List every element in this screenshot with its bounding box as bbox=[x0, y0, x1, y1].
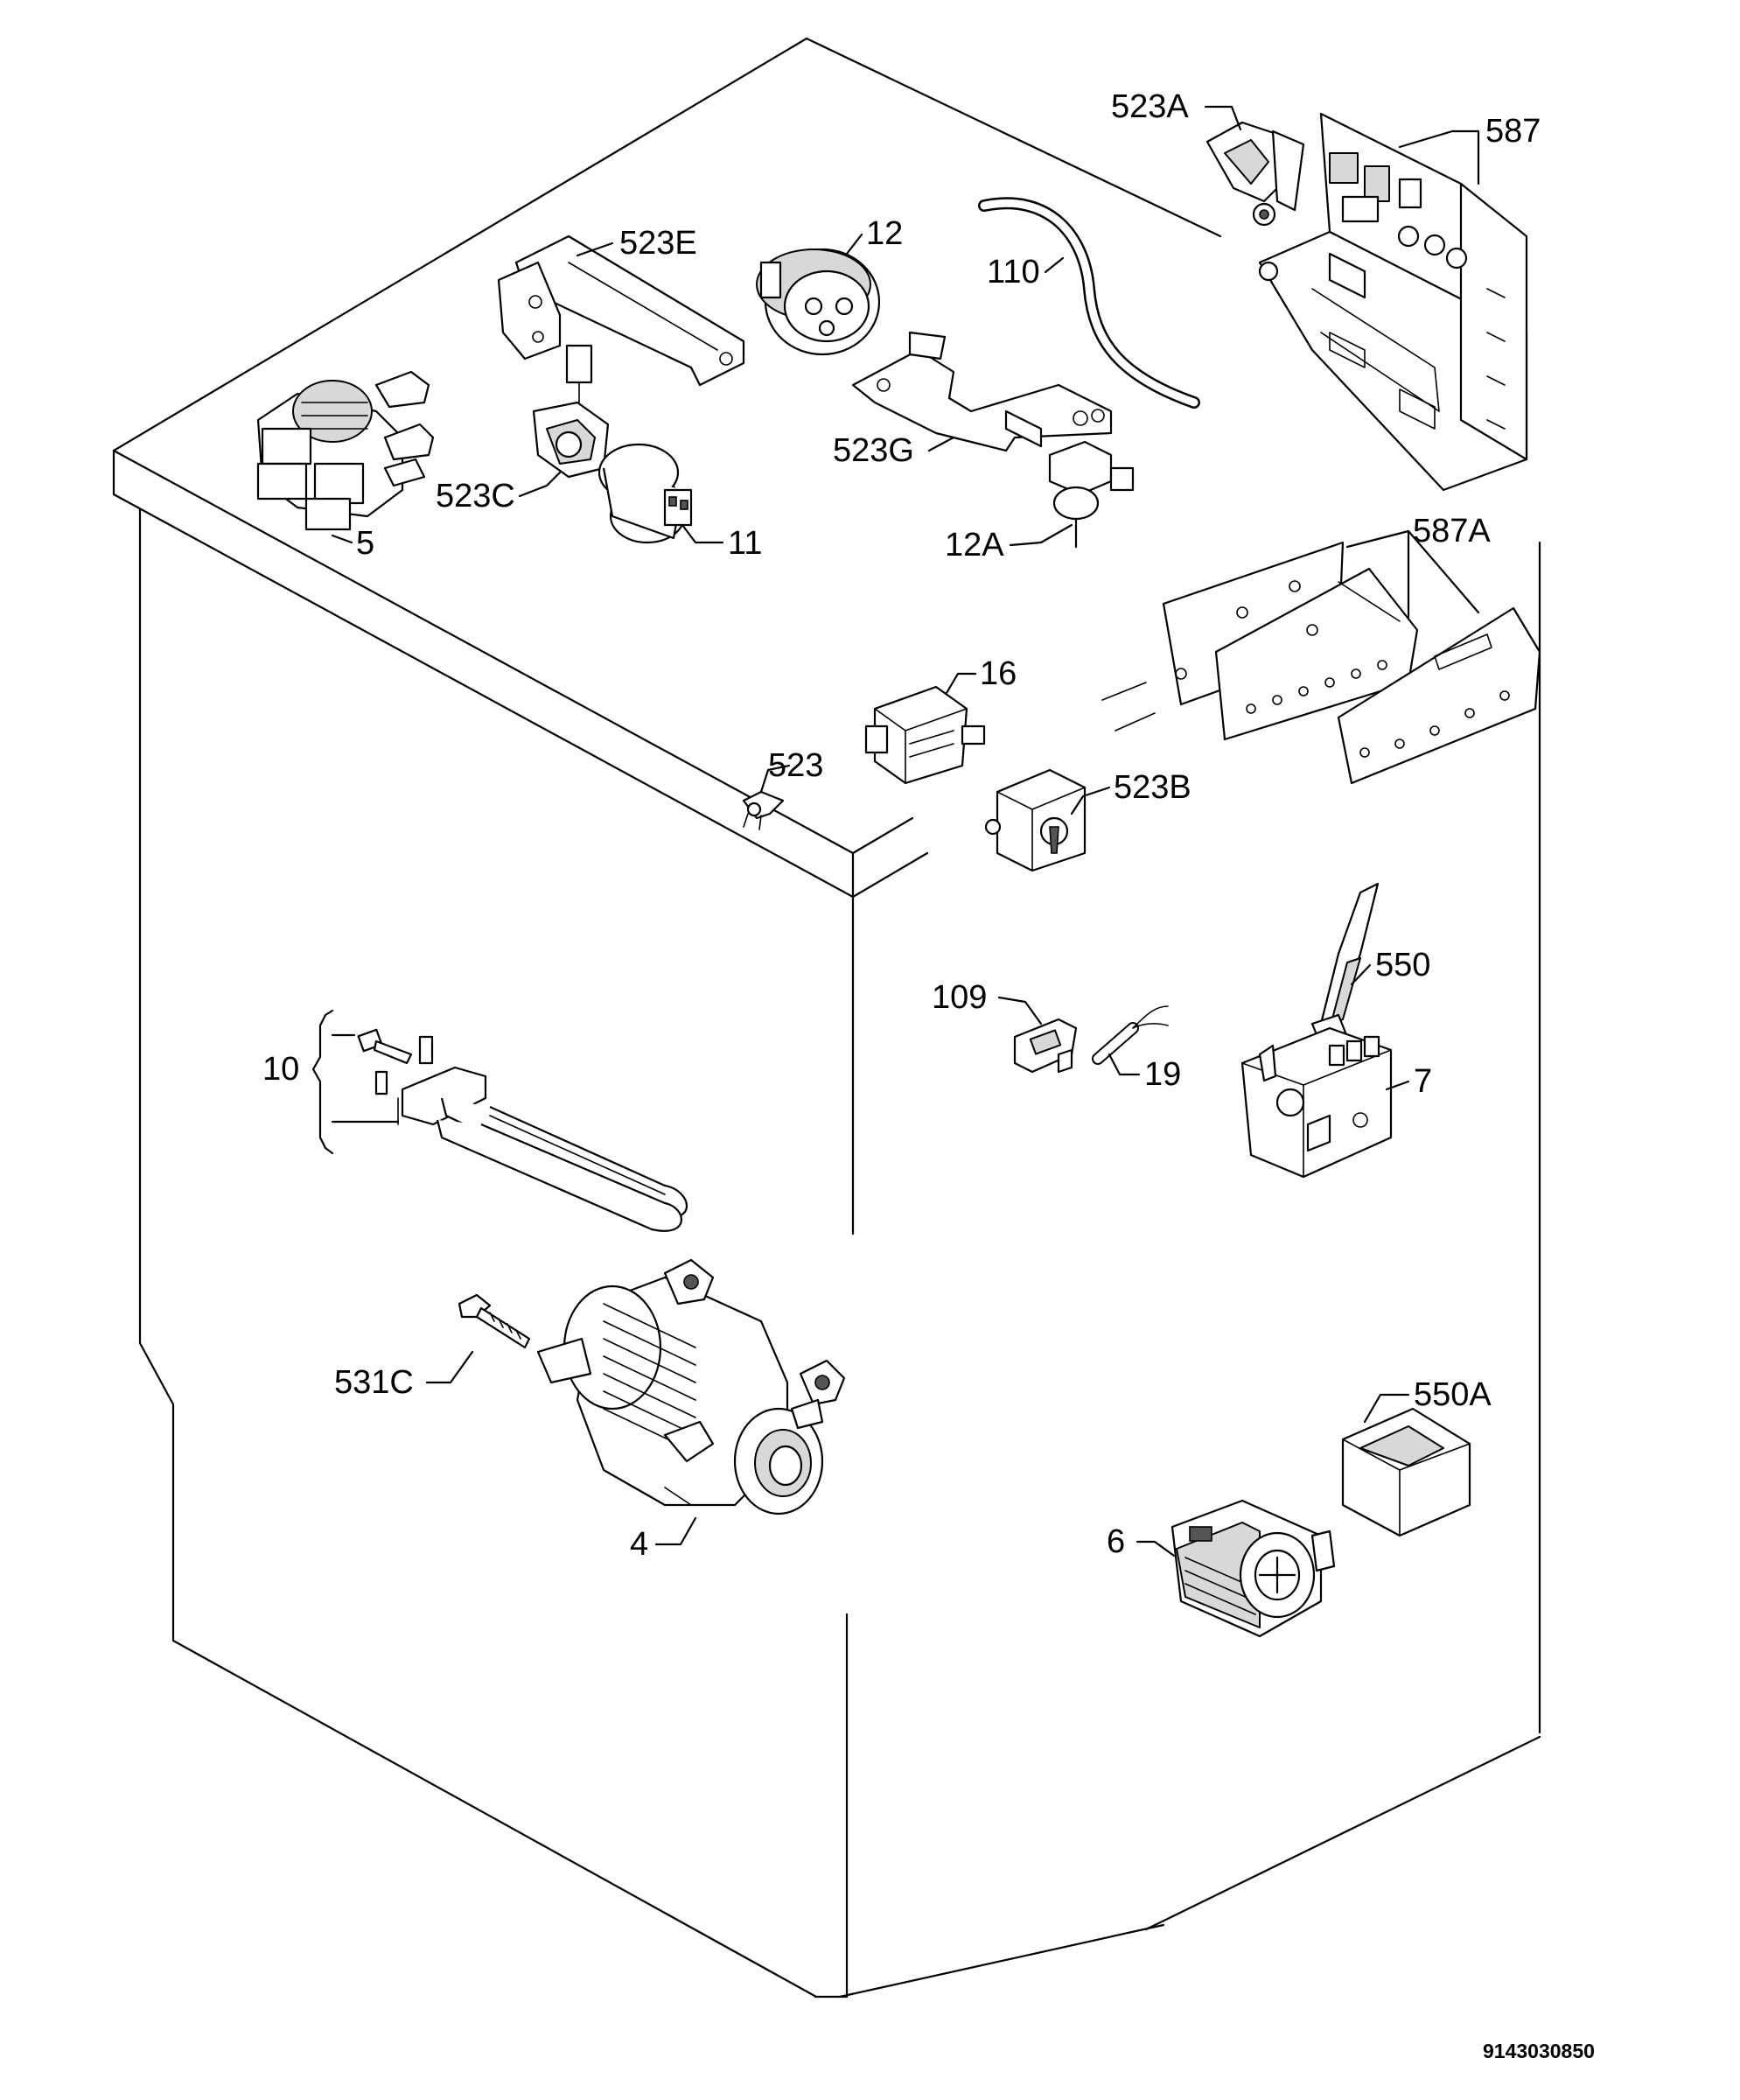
label-523A: 523A bbox=[1111, 88, 1189, 125]
part-10-heating-element bbox=[357, 1028, 688, 1232]
part-12-pressure-switch bbox=[756, 248, 881, 356]
part-6-motor bbox=[1170, 1499, 1336, 1638]
label-12A: 12A bbox=[945, 527, 1004, 564]
label-587A: 587A bbox=[1413, 513, 1491, 550]
part-110-hose bbox=[978, 197, 1200, 409]
part-19-sensor bbox=[1092, 1005, 1169, 1065]
label-110: 110 bbox=[987, 254, 1040, 290]
label-7: 7 bbox=[1414, 1063, 1432, 1100]
part-523-clip bbox=[742, 790, 785, 830]
label-523G: 523G bbox=[833, 432, 914, 469]
label-523E: 523E bbox=[619, 225, 697, 262]
label-12: 12 bbox=[866, 215, 903, 252]
label-109: 109 bbox=[932, 979, 987, 1016]
part-523E-bracket bbox=[497, 234, 745, 387]
label-531C: 531C bbox=[334, 1364, 414, 1401]
part-550-lever bbox=[1310, 882, 1380, 1047]
label-550A: 550A bbox=[1414, 1376, 1492, 1413]
part-523B-knob bbox=[984, 768, 1087, 872]
part-550A-cover bbox=[1341, 1407, 1471, 1537]
label-523B: 523B bbox=[1114, 769, 1191, 806]
label-5: 5 bbox=[356, 525, 374, 562]
part-587A-pcb-boards bbox=[1101, 541, 1541, 785]
part-11-capacitor bbox=[597, 443, 693, 544]
part-109-clip bbox=[1013, 1018, 1078, 1074]
part-7-door-interlock bbox=[1240, 1026, 1393, 1179]
label-6: 6 bbox=[1107, 1523, 1125, 1560]
part-4-drain-pump bbox=[536, 1258, 846, 1516]
callout-labels: 523A 587 523E 12 110 523G 523C 5 11 12A … bbox=[262, 88, 1541, 1563]
label-523C: 523C bbox=[436, 478, 515, 514]
part-587-control-module bbox=[1258, 112, 1528, 492]
part-531C-bolt bbox=[458, 1293, 531, 1349]
part-523G-bracket bbox=[851, 331, 1113, 452]
document-id: 9143030850 bbox=[1483, 2040, 1595, 2062]
part-5-inlet-valve bbox=[256, 370, 435, 531]
label-19: 19 bbox=[1144, 1056, 1181, 1093]
part-523A-connector bbox=[1205, 121, 1305, 227]
label-4: 4 bbox=[630, 1526, 648, 1563]
label-11: 11 bbox=[728, 525, 762, 562]
label-550: 550 bbox=[1375, 947, 1430, 984]
part-523C-connector-clip bbox=[532, 344, 610, 479]
part-16-selector-switch bbox=[864, 685, 986, 785]
label-587: 587 bbox=[1485, 113, 1541, 150]
leader-lines bbox=[311, 105, 1480, 1558]
part-12A-level-sensor bbox=[1048, 440, 1135, 549]
cabinet-outline bbox=[112, 37, 1541, 1998]
label-16: 16 bbox=[980, 655, 1017, 692]
label-523: 523 bbox=[768, 747, 823, 784]
label-10: 10 bbox=[262, 1051, 299, 1088]
